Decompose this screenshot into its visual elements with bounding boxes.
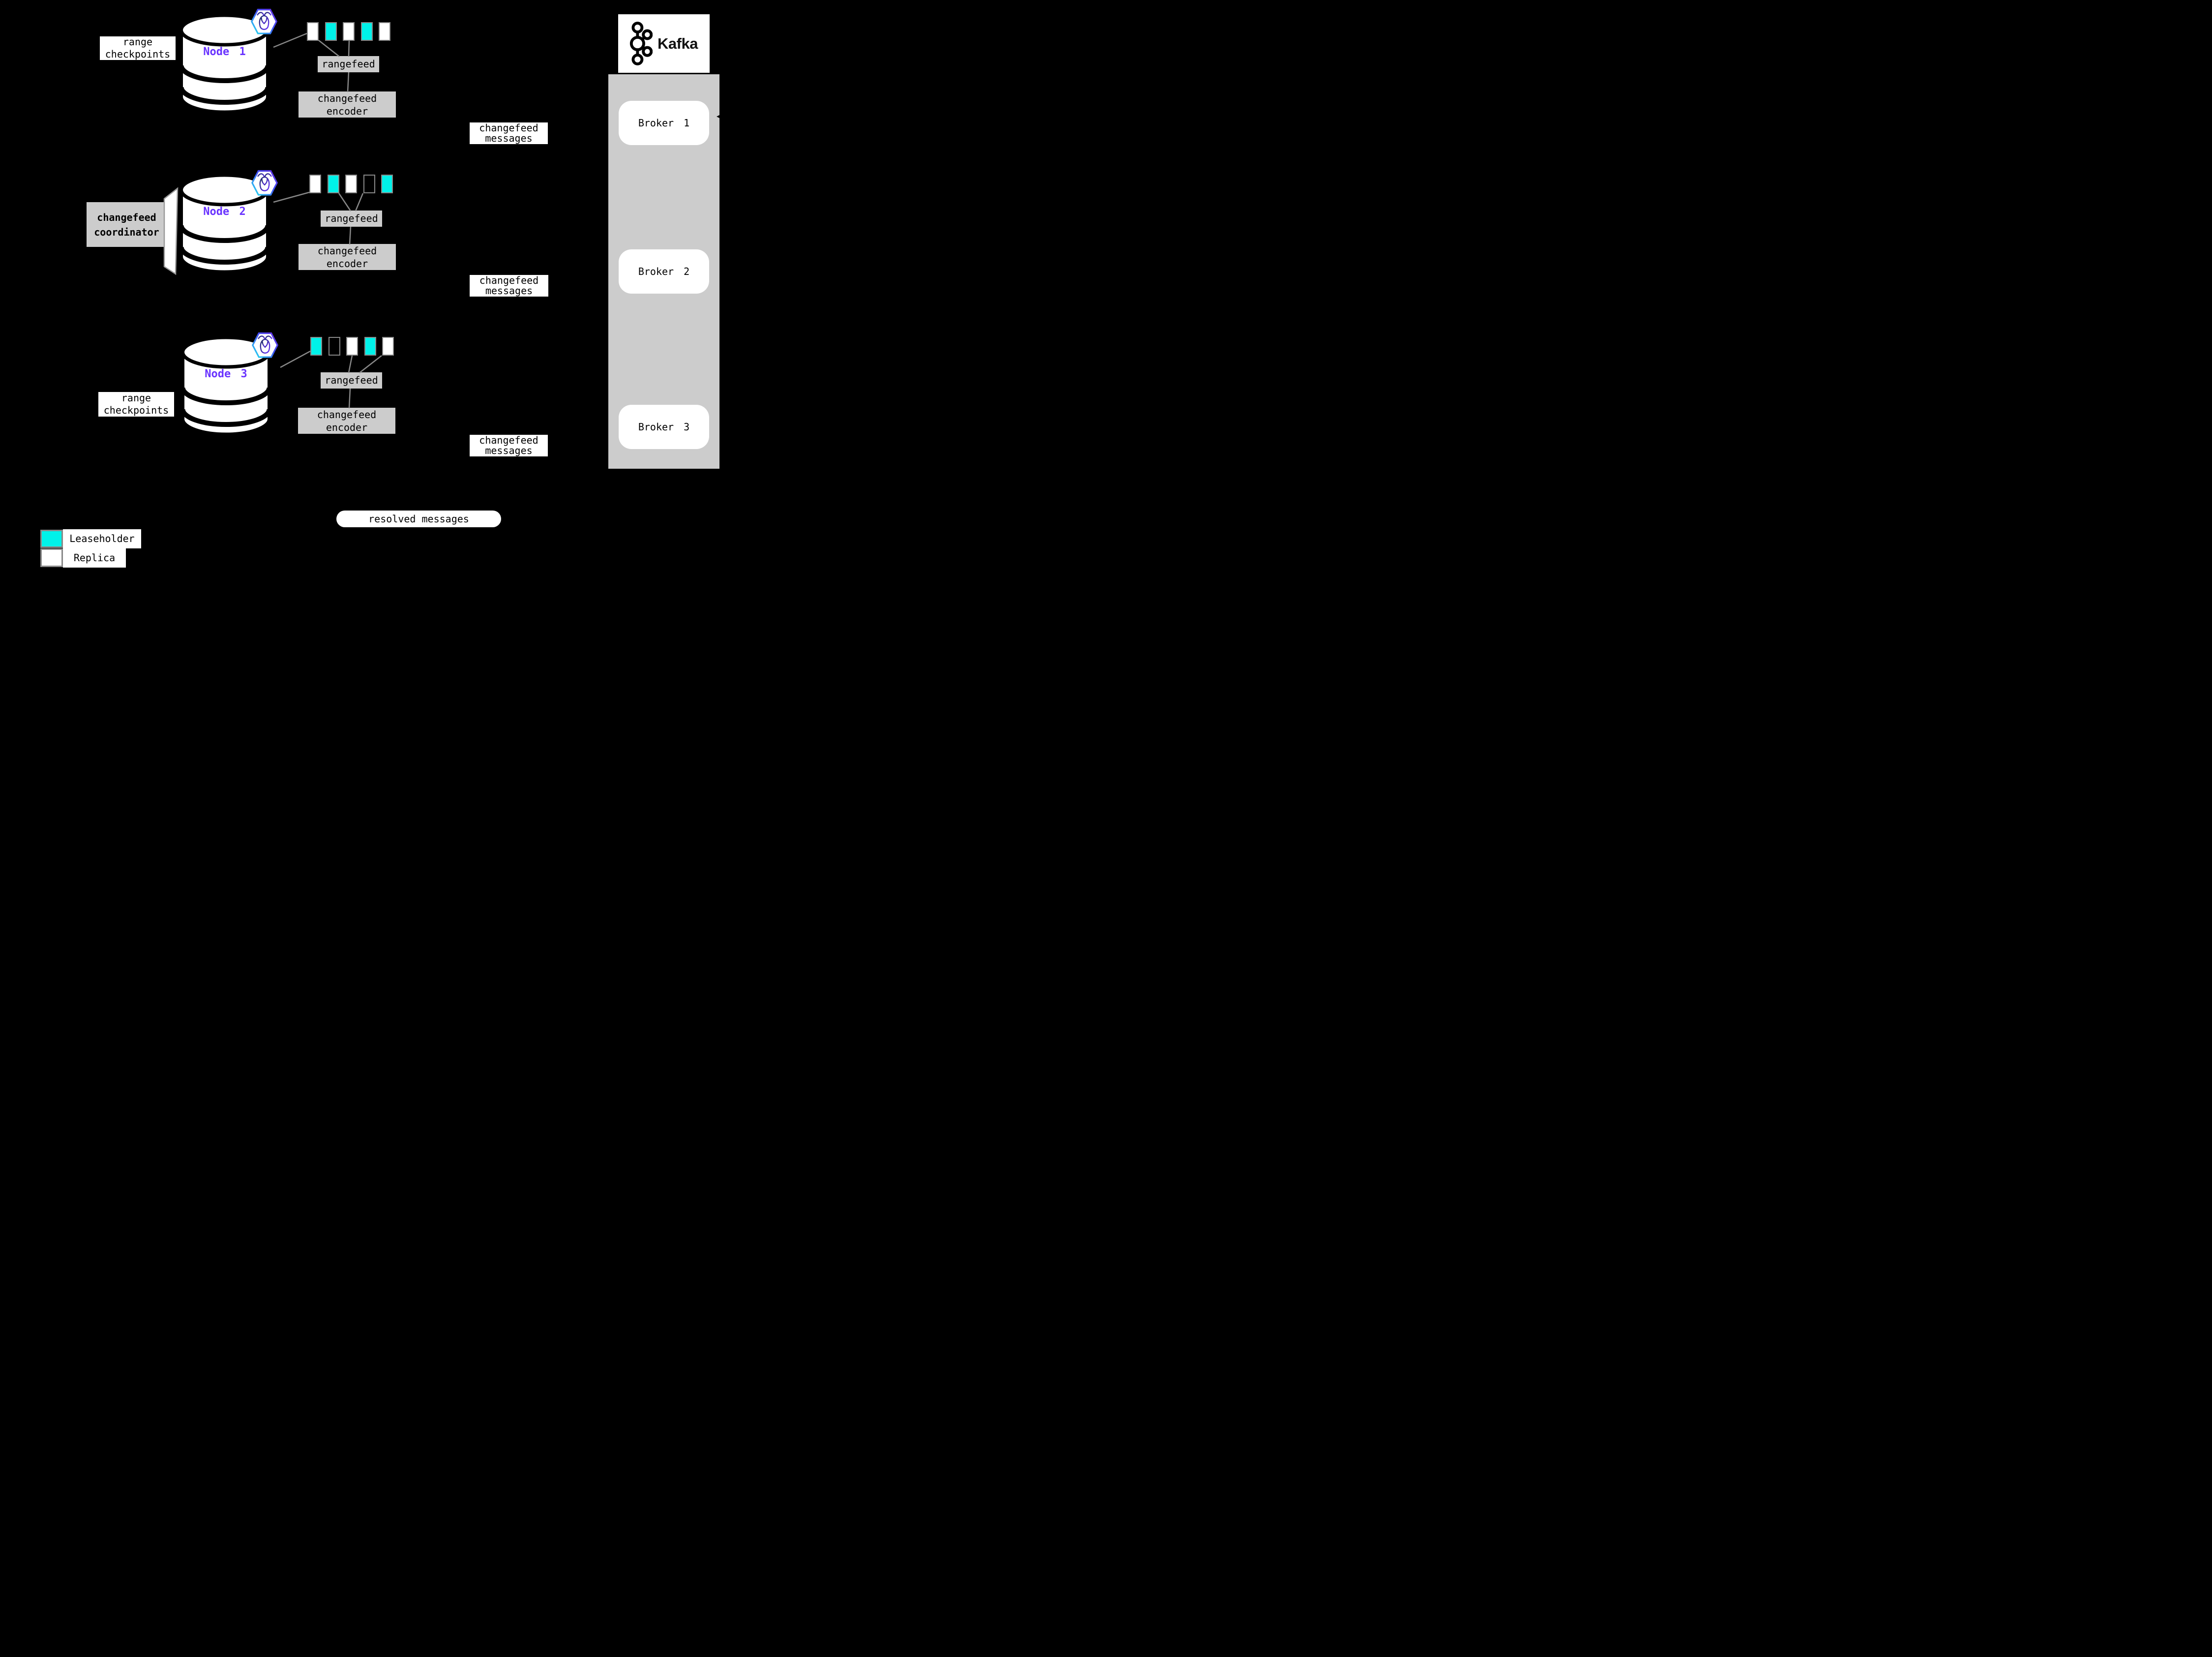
node2-changefeed-messages-label: changefeed messages — [470, 275, 548, 297]
broker-2: Broker 2 — [619, 249, 709, 294]
kafka-icon — [629, 22, 653, 65]
range-replica — [346, 337, 358, 356]
range-leaseholder — [364, 337, 376, 356]
kafka-title: Kafka — [658, 34, 698, 52]
range-replica — [382, 337, 394, 356]
legend-leaseholder-label: Leaseholder — [63, 529, 141, 548]
kafka-logo-box: Kafka — [618, 14, 710, 73]
broker-1: Broker 1 — [619, 101, 709, 145]
range-replica — [379, 22, 390, 41]
node2-rangefeed-box: rangefeed — [321, 211, 382, 227]
node3-range-group — [310, 337, 394, 356]
node2-changefeed-encoder-box: changefeed encoder — [299, 244, 396, 270]
range-leaseholder — [325, 22, 337, 41]
cockroachdb-logo-icon — [251, 170, 278, 196]
changefeed-kafka-diagram: range checkpoints Node 1 rangefeed chang… — [0, 0, 771, 577]
node2-database-cylinder — [181, 175, 268, 272]
resolved-messages-label: resolved messages — [336, 511, 501, 527]
cockroachdb-logo-icon — [252, 332, 278, 358]
node1-changefeed-messages-label: changefeed messages — [470, 122, 548, 144]
range-replica — [345, 175, 357, 193]
range-leaseholder — [381, 175, 393, 193]
node3-label: Node 3 — [205, 367, 247, 380]
node2-label: Node 2 — [203, 205, 246, 218]
node3-changefeed-messages-label: changefeed messages — [470, 435, 548, 456]
range-empty — [328, 337, 340, 356]
node2-range-group — [309, 175, 393, 193]
node3-changefeed-encoder-box: changefeed encoder — [298, 408, 395, 434]
node1-changefeed-encoder-box: changefeed encoder — [299, 91, 396, 118]
node1-label: Node 1 — [203, 45, 246, 58]
cockroachdb-logo-icon — [251, 8, 277, 34]
range-replica — [307, 22, 319, 41]
range-empty — [363, 175, 375, 193]
broker-3: Broker 3 — [619, 405, 709, 449]
range-checkpoints-label-node1: range checkpoints — [100, 36, 176, 60]
range-leaseholder — [327, 175, 339, 193]
legend-leaseholder-swatch — [40, 530, 63, 548]
node1-range-group — [307, 22, 390, 41]
node3-database-cylinder — [183, 337, 269, 434]
range-replica — [309, 175, 321, 193]
range-replica — [343, 22, 355, 41]
range-checkpoints-label-node3: range checkpoints — [98, 392, 174, 417]
range-leaseholder — [310, 337, 322, 356]
node3-rangefeed-box: rangefeed — [321, 372, 382, 389]
legend-replica-swatch — [40, 548, 63, 567]
node1-database-cylinder — [181, 15, 268, 112]
legend-replica-label: Replica — [63, 548, 126, 568]
node1-rangefeed-box: rangefeed — [318, 56, 379, 72]
range-leaseholder — [360, 22, 373, 41]
changefeed-coordinator-box: changefeed coordinator — [87, 202, 167, 247]
